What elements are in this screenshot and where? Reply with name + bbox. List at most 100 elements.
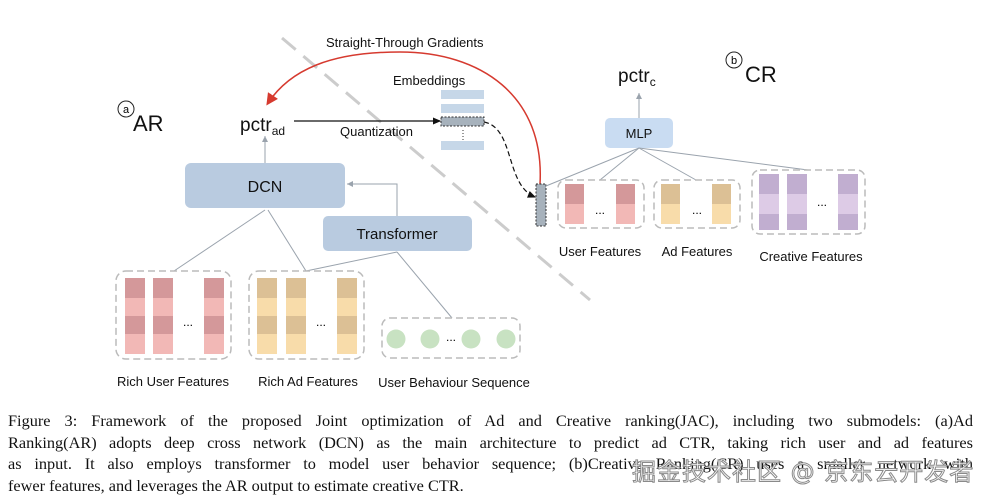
marker-b: b xyxy=(731,55,737,67)
line-rich-ad-to-transformer xyxy=(305,251,398,272)
feature-column xyxy=(337,278,357,354)
cell xyxy=(153,316,173,334)
line-behaviour-to-transformer xyxy=(396,251,453,319)
cell xyxy=(286,316,306,334)
behaviour-item xyxy=(386,329,406,349)
feature-column xyxy=(712,184,731,204)
ar-title: AR xyxy=(133,111,164,136)
rich-ad-features-label: Rich Ad Features xyxy=(258,374,358,389)
figure-caption: Figure 3: Framework of the proposed Join… xyxy=(8,410,973,496)
cr-creative-features: ... xyxy=(751,169,866,235)
feature-column xyxy=(787,214,807,230)
straight-through-gradients-arrow xyxy=(266,51,541,185)
cr-creative-features-frame xyxy=(751,169,866,235)
cell xyxy=(257,316,277,334)
rich-user-features-label: Rich User Features xyxy=(117,374,229,389)
cell xyxy=(153,334,173,354)
marker-a-circle xyxy=(117,100,135,118)
cell xyxy=(337,298,357,316)
line-rich-ad-to-dcn xyxy=(267,209,307,272)
dcn-label: DCN xyxy=(248,179,283,196)
dcn-block xyxy=(185,163,345,208)
feature-column xyxy=(838,194,858,214)
behaviour-item xyxy=(496,329,516,349)
cell xyxy=(204,278,224,298)
feature-column xyxy=(838,174,858,194)
cell xyxy=(286,334,306,354)
cell xyxy=(125,334,145,354)
user-behaviour-sequence-label: User Behaviour Sequence xyxy=(378,375,530,390)
feature-column xyxy=(759,194,779,214)
ellipsis: ... xyxy=(446,330,456,344)
embedding-row-selected xyxy=(440,116,485,127)
feature-column xyxy=(661,184,680,204)
cr-creative-features-label: Creative Features xyxy=(759,249,863,264)
gradients-label: Straight-Through Gradients xyxy=(326,35,484,50)
line-ad-to-mlp xyxy=(638,147,697,181)
feature-column xyxy=(153,278,173,354)
feature-column xyxy=(125,278,145,354)
pctr-ad-base: pctr xyxy=(240,115,272,136)
caption-line: as input. It also employs transformer to… xyxy=(8,454,973,473)
line-creative-to-mlp xyxy=(638,147,809,171)
cell xyxy=(286,278,306,298)
cell xyxy=(286,298,306,316)
ar-cr-divider xyxy=(281,36,591,302)
embedding-table xyxy=(440,90,485,150)
mlp-input-lines xyxy=(545,147,809,187)
feature-column xyxy=(787,194,807,214)
feature-column xyxy=(661,204,680,224)
cell xyxy=(337,278,357,298)
line-user-to-mlp xyxy=(599,147,640,181)
caption-line: Ranking(AR) adopts deep cross network (D… xyxy=(8,432,973,452)
pctr-c-sub: c xyxy=(650,75,656,89)
pctr-ad-label: pctrad xyxy=(240,115,285,138)
rich-user-features: ... xyxy=(115,270,232,360)
embedding-row xyxy=(441,141,484,150)
quantization-label: Quantization xyxy=(340,124,413,139)
cell xyxy=(125,278,145,298)
cr-ad-features-frame xyxy=(653,179,741,229)
cell xyxy=(337,334,357,354)
cr-user-features-frame xyxy=(557,179,645,229)
cell xyxy=(204,298,224,316)
watermark: 掘金技术社区 @ 京东云开发者 xyxy=(631,458,975,487)
line-quant-to-mlp xyxy=(545,147,640,187)
line-transformer-to-dcn xyxy=(347,181,398,216)
ellipsis: ... xyxy=(316,315,326,329)
behaviour-item xyxy=(420,329,440,349)
cell xyxy=(204,316,224,334)
caption-line: Figure 3: Framework of the proposed Join… xyxy=(8,411,973,430)
rich-user-features-frame xyxy=(115,270,232,360)
ellipsis: ... xyxy=(817,195,827,209)
cr-ad-features: ... xyxy=(653,179,741,229)
marker-a: a xyxy=(123,104,130,116)
cell xyxy=(125,316,145,334)
feature-column xyxy=(204,278,224,354)
ar-section-label: a AR xyxy=(117,100,164,136)
cell xyxy=(257,278,277,298)
user-behaviour-sequence: ... xyxy=(381,317,521,359)
ar-connection-lines xyxy=(173,181,453,319)
feature-column xyxy=(616,184,635,204)
cell xyxy=(257,334,277,354)
ellipsis: ... xyxy=(595,203,605,217)
feature-column xyxy=(616,204,635,224)
cr-section-label: b CR xyxy=(725,51,777,87)
embeddings-label: Embeddings xyxy=(393,73,466,88)
feature-column xyxy=(257,278,277,354)
cell xyxy=(153,298,173,316)
feature-column xyxy=(787,174,807,194)
mlp-block xyxy=(605,118,673,148)
rich-ad-features: ... xyxy=(248,270,365,360)
cr-title: CR xyxy=(745,62,777,87)
quantized-ad-vector xyxy=(535,183,547,227)
line-rich-user-to-dcn xyxy=(173,209,266,272)
jac-framework-diagram: a AR b CR pctrad Quantization Embeddings… xyxy=(115,35,866,390)
cell xyxy=(257,298,277,316)
feature-column xyxy=(759,174,779,194)
embedding-row xyxy=(441,90,484,99)
feature-column xyxy=(838,214,858,230)
behaviour-item xyxy=(461,329,481,349)
behaviour-frame xyxy=(381,317,521,359)
